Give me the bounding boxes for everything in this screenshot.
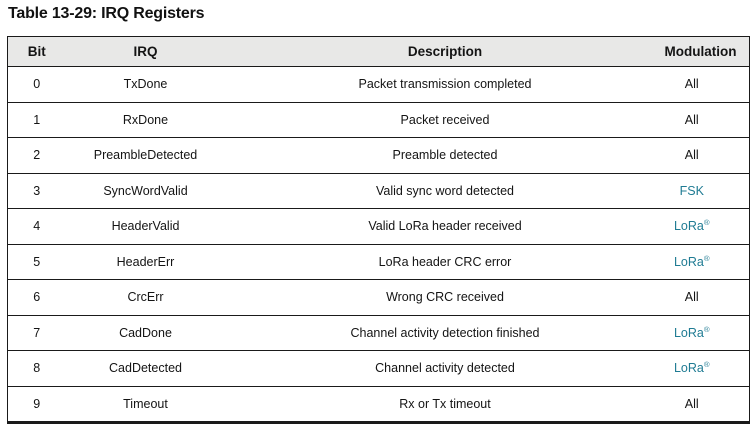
bit-cell: 4	[7, 208, 66, 245]
description-cell: Channel activity detected	[225, 350, 665, 387]
irq-cell: HeaderErr	[65, 244, 226, 280]
modulation-cell: All	[664, 386, 750, 423]
header-row: Bit IRQ Description Modulation	[7, 36, 750, 67]
irq-cell: RxDone	[65, 102, 226, 138]
bit-cell: 0	[7, 66, 66, 103]
irq-cell: PreambleDetected	[65, 137, 226, 174]
irq-cell: CrcErr	[65, 279, 226, 316]
bit-cell: 2	[7, 137, 66, 174]
description-cell: Rx or Tx timeout	[225, 386, 665, 423]
modulation-cell: FSK	[664, 173, 750, 209]
modulation-cell: LoRa®	[664, 244, 750, 280]
description-cell: LoRa header CRC error	[225, 244, 665, 280]
bit-cell: 9	[7, 386, 66, 423]
description-cell: Wrong CRC received	[225, 279, 665, 316]
irq-cell: Timeout	[65, 386, 226, 423]
modulation-cell: LoRa®	[664, 350, 750, 387]
description-cell: Preamble detected	[225, 137, 665, 174]
modulation-cell: All	[664, 102, 750, 138]
irq-cell: SyncWordValid	[65, 173, 226, 209]
bit-cell: 5	[7, 244, 66, 280]
modulation-cell: All	[664, 279, 750, 316]
registered-trademark-symbol: ®	[703, 253, 710, 263]
irq-cell: TxDone	[65, 66, 226, 103]
registered-trademark-symbol: ®	[703, 218, 710, 228]
description-cell: Packet transmission completed	[225, 66, 665, 103]
bit-cell: 8	[7, 350, 66, 387]
bit-cell: 1	[7, 102, 66, 138]
irq-cell: CadDetected	[65, 350, 226, 387]
column-header-bit: Bit	[7, 36, 66, 67]
column-header-description: Description	[225, 36, 665, 67]
modulation-cell: LoRa®	[664, 315, 750, 351]
registered-trademark-symbol: ®	[703, 360, 710, 370]
table-header: Bit IRQ Description Modulation	[7, 36, 750, 67]
irq-cell: HeaderValid	[65, 208, 226, 245]
bit-cell: 6	[7, 279, 66, 316]
bit-cell: 3	[7, 173, 66, 209]
bit-cell: 7	[7, 315, 66, 351]
page-title: Table 13-29: IRQ Registers	[8, 5, 205, 22]
description-cell: Valid LoRa header received	[225, 208, 665, 245]
description-cell: Packet received	[225, 102, 665, 138]
modulation-cell: All	[664, 66, 750, 103]
registered-trademark-symbol: ®	[703, 324, 710, 334]
description-cell: Valid sync word detected	[225, 173, 665, 209]
column-header-modulation: Modulation	[664, 36, 750, 67]
column-header-irq: IRQ	[65, 36, 226, 67]
description-cell: Channel activity detection finished	[225, 315, 665, 351]
modulation-cell: All	[664, 137, 750, 174]
modulation-cell: LoRa®	[664, 208, 750, 245]
irq-cell: CadDone	[65, 315, 226, 351]
